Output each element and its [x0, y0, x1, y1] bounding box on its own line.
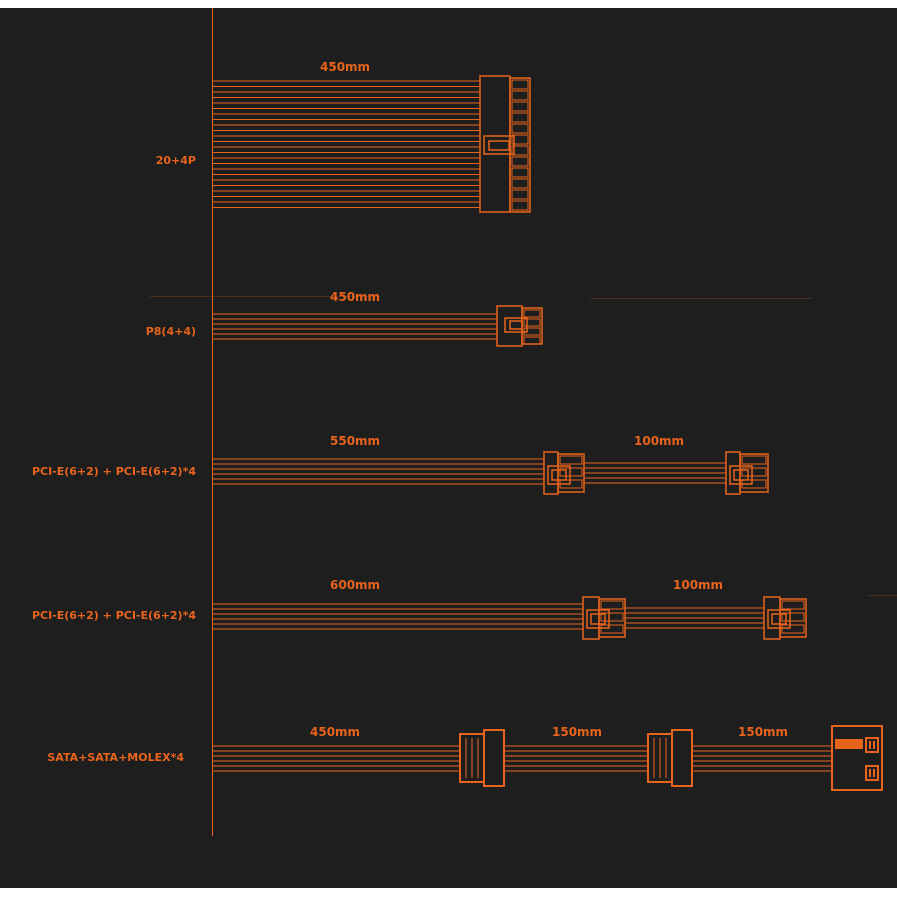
length-label-sata-2: 150mm [552, 725, 602, 739]
cable-label-cpu: P8(4+4) [146, 325, 196, 338]
atx-pin [511, 90, 529, 101]
atx-pin [511, 200, 529, 211]
cpu-pin [523, 336, 541, 345]
cpu-pin [523, 318, 541, 327]
length-label-pcie-2-main: 600mm [330, 578, 380, 592]
sata-wire-bundle [213, 745, 832, 772]
atx-pin [511, 189, 529, 200]
cable-label-pcie-1: PCI-E(6+2) + PCI-E(6+2)*4 [32, 465, 196, 478]
cpu-connector [496, 305, 543, 347]
molex-connector [831, 725, 883, 791]
pcie-2-pin [600, 612, 624, 622]
atx-wire-bundle [213, 80, 480, 208]
cpu-connector-pins [523, 309, 541, 345]
pcie-2-ext-pin [781, 600, 805, 610]
pcie-1-connector-main [543, 451, 585, 495]
atx-pin [511, 145, 529, 156]
atx-connector-pins [511, 79, 529, 211]
length-label-cpu: 450mm [330, 290, 380, 304]
sata-connector-2 [647, 729, 693, 787]
atx-pin [511, 101, 529, 112]
length-label-pcie-2-ext: 100mm [673, 578, 723, 592]
cable-diagram: 20+4P P8(4+4) PCI-E(6+2) + PCI-E(6+2)*4 … [32, 8, 897, 836]
sata-connector-internals [465, 738, 667, 778]
cable-label-sata: SATA+SATA+MOLEX*4 [47, 751, 184, 764]
pcie-1-ext-pin [741, 455, 767, 465]
atx-pin [511, 79, 529, 90]
length-label-sata-3: 150mm [738, 725, 788, 739]
pcie-1-ext-pin [741, 467, 767, 477]
atx-pin [511, 112, 529, 123]
length-label-atx: 450mm [320, 60, 370, 74]
atx-pin [511, 156, 529, 167]
atx-connector [479, 75, 531, 213]
pcie-1-pin [559, 467, 583, 477]
pcie-1-connector-pins [559, 455, 767, 489]
length-label-sata-1: 450mm [310, 725, 360, 739]
pcie-2-ext-pin [781, 612, 805, 622]
cpu-pin [523, 309, 541, 318]
pcie-2-connector-ext [763, 596, 807, 640]
diagram-panel: 20+4P P8(4+4) PCI-E(6+2) + PCI-E(6+2)*4 … [0, 8, 897, 888]
pcie-1-pin [559, 479, 583, 489]
pcie-2-connector-main [582, 596, 626, 640]
pcie-1-pin [559, 455, 583, 465]
pcie-2-pin [600, 624, 624, 634]
atx-pin [511, 178, 529, 189]
pcie-1-ext-pin [741, 479, 767, 489]
atx-pin [511, 134, 529, 145]
atx-pin [511, 123, 529, 134]
cable-label-pcie-2: PCI-E(6+2) + PCI-E(6+2)*4 [32, 609, 196, 622]
length-label-pcie-1-ext: 100mm [634, 434, 684, 448]
pcie-1-connector-ext [725, 451, 769, 495]
cpu-wire-bundle [213, 313, 497, 340]
cpu-pin [523, 327, 541, 336]
sata-connector-1 [459, 729, 505, 787]
pcie-2-pin [600, 600, 624, 610]
pcie-2-ext-pin [781, 624, 805, 634]
pcie-1-wire-bundle [213, 458, 726, 485]
length-label-pcie-1-main: 550mm [330, 434, 380, 448]
atx-pin [511, 167, 529, 178]
cable-label-atx: 20+4P [156, 154, 196, 167]
pcie-2-wire-bundle [213, 603, 764, 630]
pcie-2-connector-pins [600, 600, 805, 634]
